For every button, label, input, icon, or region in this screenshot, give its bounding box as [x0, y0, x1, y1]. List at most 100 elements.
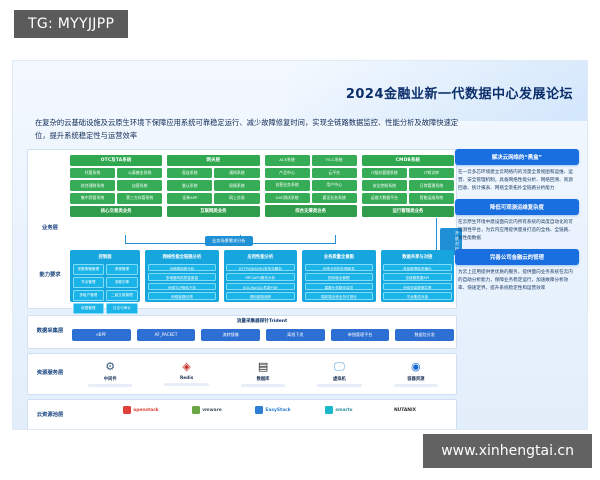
resource-underline: [317, 384, 362, 387]
business-row: 安全控制系统 日常管理系统: [361, 180, 454, 191]
cloud-vendor[interactable]: vmware: [174, 406, 240, 414]
business-row: IT服务管理系统 IT知识库: [361, 167, 454, 179]
business-column-head[interactable]: OTC及TA系统: [70, 155, 163, 166]
business-item[interactable]: 运维大数据平台: [361, 192, 407, 204]
capability-item[interactable]: 多租户管理: [72, 289, 105, 301]
business-column-head[interactable]: CMDB系统: [361, 155, 454, 166]
business-item[interactable]: 日常管理系统: [408, 180, 454, 191]
business-item[interactable]: 投顾系统: [214, 180, 260, 191]
benefit-card-body: 为云上应用提供更优质的服务，提供面向业务系统在云内的自助分析能力，保障业务稳定运…: [458, 270, 573, 292]
resource-item[interactable]: ◉ 容器资源: [378, 358, 454, 387]
benefit-card-title[interactable]: 解决云网络的“黑盒”: [455, 149, 579, 165]
capability-item[interactable]: 全网TCP指标下钻: [147, 282, 217, 290]
business-item[interactable]: 综合理财系统: [70, 180, 116, 191]
slide-title: 2024金融业新一代数据中心发展论坛: [345, 87, 573, 102]
business-item[interactable]: 智能运维系统: [408, 192, 454, 204]
collection-chip[interactable]: 数据包分发: [395, 329, 455, 341]
business-item[interactable]: 集中资管系统: [70, 192, 116, 204]
cloud-pool-layer: 云资源池层 openstack vmware EasyStack: [27, 399, 457, 429]
business-item[interactable]: 公募基金系统: [117, 167, 163, 179]
resource-underline: [164, 383, 209, 386]
cloud-vendor[interactable]: NUTANIX: [372, 408, 438, 413]
business-item[interactable]: 托管系统: [70, 167, 116, 179]
business-item[interactable]: 证券APP: [167, 192, 213, 204]
capability-item[interactable]: 日志与审计: [106, 302, 138, 314]
business-item[interactable]: 要证业务系统: [311, 192, 357, 204]
business-item[interactable]: 安全控制系统: [361, 180, 407, 191]
business-column-foot[interactable]: 核心交易类业务: [70, 205, 163, 217]
business-item[interactable]: 直连系统: [167, 167, 213, 179]
capability-item[interactable]: 二级交易管理: [106, 289, 138, 301]
collection-chip[interactable]: 流转镜像: [201, 329, 261, 341]
capability-layer-label: 能力要求: [39, 272, 61, 278]
business-item[interactable]: 自营业务系统: [264, 180, 310, 191]
resource-item[interactable]: ◈ Redis: [148, 358, 224, 387]
capability-row: 多租户管理 二级交易管理: [72, 289, 138, 301]
redis-icon: ◈: [182, 360, 191, 373]
business-item[interactable]: 通知系统: [214, 167, 260, 179]
business-item[interactable]: FICC系统: [311, 155, 357, 166]
capability-item[interactable]: 采集策略管理: [72, 263, 105, 275]
resource-name: 中间件: [103, 377, 117, 382]
business-row: 直连系统 通知系统: [167, 167, 260, 179]
collection-chip[interactable]: 单独管理平台: [330, 329, 390, 341]
capability-item[interactable]: 全栈业务拓扑图组件: [304, 263, 374, 271]
capability-item[interactable]: RPC/API/服务分析: [226, 273, 295, 281]
business-item[interactable]: UAT测试系统: [264, 192, 310, 204]
benefit-card-title[interactable]: 降低可观测运维复杂度: [455, 199, 579, 216]
benefit-card-title[interactable]: 完善公司金融云的管理: [455, 249, 579, 266]
cloud-vendor[interactable]: smartx: [306, 406, 372, 414]
business-column-head[interactable]: 网关层: [167, 155, 260, 166]
capability-item[interactable]: 资源管理: [106, 263, 138, 275]
business-item[interactable]: 鉴认系统: [167, 180, 213, 191]
capability-item[interactable]: 调用链路追踪: [226, 292, 295, 300]
capability-item[interactable]: 网络链路回溯: [147, 292, 217, 300]
resource-underline: [393, 384, 438, 387]
business-column-foot[interactable]: 运行管理类业务: [361, 205, 454, 217]
capability-item[interactable]: 端到端全栈业务可视化: [304, 292, 374, 300]
capability-item[interactable]: 指标链全景图: [304, 273, 374, 281]
collection-chip[interactable]: AF_PACKET: [136, 329, 196, 341]
business-row: 综合理财系统 自营系统: [70, 180, 163, 191]
business-item[interactable]: 用户中心: [311, 180, 357, 191]
resource-item[interactable]: ⚙ 中间件: [72, 358, 148, 387]
cloud-vendor[interactable]: openstack: [108, 406, 174, 414]
capability-columns: 控制面 采集策略管理 资源管理 节点管理 流程引擎 多租户管理 二级交易管理: [70, 250, 454, 314]
capability-item[interactable]: 平台集成对接: [383, 292, 452, 300]
capability-item[interactable]: 流程引擎: [106, 276, 138, 288]
capability-row: 节点管理 流程引擎: [72, 276, 138, 288]
smartx-logo-icon: [325, 406, 334, 414]
business-column-foot[interactable]: 综合支撑类业务: [264, 205, 357, 217]
collection-chip[interactable]: 离线下发: [266, 329, 325, 341]
cloud-vendor[interactable]: EasyStack: [240, 406, 306, 414]
capability-item[interactable]: 权限管理: [72, 302, 105, 314]
capability-item[interactable]: SQL/NoSQL性能分析: [226, 282, 295, 290]
capability-item[interactable]: 全网流量数据共享: [383, 282, 452, 290]
business-item[interactable]: IT服务管理系统: [361, 167, 407, 179]
connector-chip-open[interactable]: 开放对接: [440, 228, 462, 255]
cloud-vendor-name: EasyStack: [265, 407, 291, 413]
capability-item[interactable]: 多维度网络质量度量: [147, 273, 217, 281]
business-row: 运维大数据平台 智能运维系统: [361, 192, 454, 204]
business-item[interactable]: 网上交易: [214, 192, 260, 204]
business-item[interactable]: 自营系统: [117, 180, 163, 191]
business-column-foot[interactable]: 互联网类业务: [167, 205, 260, 217]
business-item[interactable]: ACE系统: [264, 155, 310, 166]
connector-chip[interactable]: 业务场景需求分析: [205, 236, 253, 246]
capability-item[interactable]: HTTP/DNS/MQ多协议解析: [226, 263, 295, 271]
resource-item[interactable]: 🖵 虚拟机: [301, 358, 377, 387]
business-item[interactable]: 第三方存管系统: [117, 192, 163, 204]
business-item[interactable]: IT知识库: [408, 167, 454, 179]
collection-chip[interactable]: eBPF: [72, 329, 131, 341]
resource-item[interactable]: ▤ 数据库: [225, 358, 301, 387]
capability-item[interactable]: 流量数据转发输出: [383, 263, 452, 271]
slide-decoration: [287, 61, 587, 121]
cloud-vendor-name: smartx: [335, 407, 353, 413]
capability-item[interactable]: 节点管理: [72, 276, 105, 288]
business-item[interactable]: 云平台: [311, 167, 357, 179]
capability-item[interactable]: 全链路数据API: [383, 273, 452, 281]
cloud-layer-label: 云资源池层: [36, 412, 64, 419]
business-item[interactable]: 产品中心: [264, 167, 310, 179]
capability-item[interactable]: 全链路网络分析: [147, 263, 217, 271]
capability-item[interactable]: 重要业务路径监控: [304, 282, 374, 290]
